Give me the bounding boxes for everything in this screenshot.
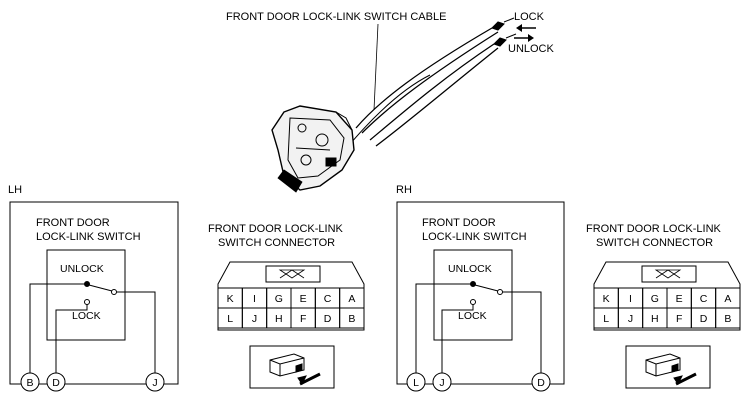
svg-text:J: J [152,377,157,389]
lh-pin-h-row2: H [266,307,292,329]
svg-text:F: F [676,313,682,325]
lh-pin-b-row2: B [339,307,365,329]
lh-pin-j-row2: J [241,307,268,329]
rh-switch-contacts [415,281,542,374]
rh-pin-j-row2: J [617,307,644,329]
svg-text:L: L [227,313,233,325]
rh-pin-c: C [690,287,717,309]
rh-terminal-d: D [531,372,551,392]
rh-pin-l-row2: L [593,307,619,329]
svg-text:D: D [537,377,545,389]
rh-connector-view-icon [625,345,711,389]
lh-side-label: LH [8,184,22,196]
rh-pin-i: I [617,287,644,309]
svg-text:G: G [275,293,283,305]
lh-pin-a: A [339,287,365,309]
rh-connector-title-2: SWITCH CONNECTOR [596,237,713,249]
lh-connector-title-2: SWITCH CONNECTOR [218,237,335,249]
svg-text:C: C [700,293,708,305]
lh-switch-title-2: LOCK-LINK SWITCH [36,231,141,243]
rh-pin-e: E [666,287,692,309]
lh-pin-k: K [217,287,243,309]
rh-pin-g: G [642,287,668,309]
svg-text:K: K [227,293,234,305]
svg-text:B: B [348,313,355,325]
rh-side-label: RH [396,184,412,196]
svg-text:I: I [253,293,256,305]
svg-text:B: B [724,313,731,325]
lh-pin-d-row2: D [314,307,341,329]
rh-terminal-j: J [432,372,452,392]
unlock-arrow-icon [514,34,534,42]
svg-text:A: A [724,293,731,305]
rh-pin-d-row2: D [690,307,717,329]
svg-text:J: J [439,377,444,389]
rh-pin-f-row2: F [666,307,692,329]
rh-lock-label: LOCK [458,310,487,322]
lh-pin-f-row2: F [290,307,316,329]
svg-text:A: A [348,293,355,305]
svg-text:L: L [413,377,419,389]
lh-switch-box [46,249,126,341]
svg-text:H: H [275,313,283,325]
svg-text:E: E [300,293,307,305]
svg-text:C: C [324,293,332,305]
rh-pin-a: A [715,287,741,309]
lh-pin-c: C [314,287,341,309]
rh-connector-title-1: FRONT DOOR LOCK-LINK [586,223,722,235]
svg-text:B: B [26,377,33,389]
rh-terminal-l: L [406,372,426,392]
svg-text:D: D [52,377,60,389]
lh-pin-l-row2: L [217,307,243,329]
lh-terminal-b: B [20,372,40,392]
svg-text:E: E [676,293,683,305]
svg-text:D: D [324,313,332,325]
svg-text:L: L [603,313,609,325]
lh-pin-e: E [290,287,316,309]
lh-pin-g: G [266,287,292,309]
svg-text:H: H [651,313,659,325]
rh-switch-frame [396,201,565,385]
cable-label: FRONT DOOR LOCK-LINK SWITCH CABLE [226,11,446,23]
lh-connector-title-1: FRONT DOOR LOCK-LINK [208,223,344,235]
lh-connector-view-icon [249,345,335,389]
lock-arrow-icon [516,24,536,32]
lock-mechanism-illustration [271,17,517,193]
svg-text:K: K [603,293,610,305]
lock-direction-label: LOCK [514,11,545,23]
rh-switch-title-2: LOCK-LINK SWITCH [422,231,527,243]
rh-switch-title-1: FRONT DOOR [422,217,496,229]
svg-text:J: J [628,313,633,325]
lh-pin-i: I [241,287,268,309]
lh-lock-label: LOCK [72,310,101,322]
svg-text:J: J [252,313,257,325]
rh-pin-b-row2: B [715,307,741,329]
lh-terminal-j: J [145,372,165,392]
svg-text:G: G [651,293,659,305]
svg-text:D: D [700,313,708,325]
lh-switch-title-1: FRONT DOOR [36,217,110,229]
unlock-direction-label: UNLOCK [508,43,555,55]
rh-unlock-label: UNLOCK [448,263,492,275]
rh-switch-box [433,249,513,341]
svg-text:F: F [300,313,306,325]
lh-switch-contacts [29,281,156,374]
lh-unlock-label: UNLOCK [60,263,104,275]
svg-text:I: I [629,293,632,305]
rh-pin-h-row2: H [642,307,668,329]
lh-terminal-d: D [46,372,66,392]
lh-switch-frame [9,201,179,385]
rh-pin-k: K [593,287,619,309]
